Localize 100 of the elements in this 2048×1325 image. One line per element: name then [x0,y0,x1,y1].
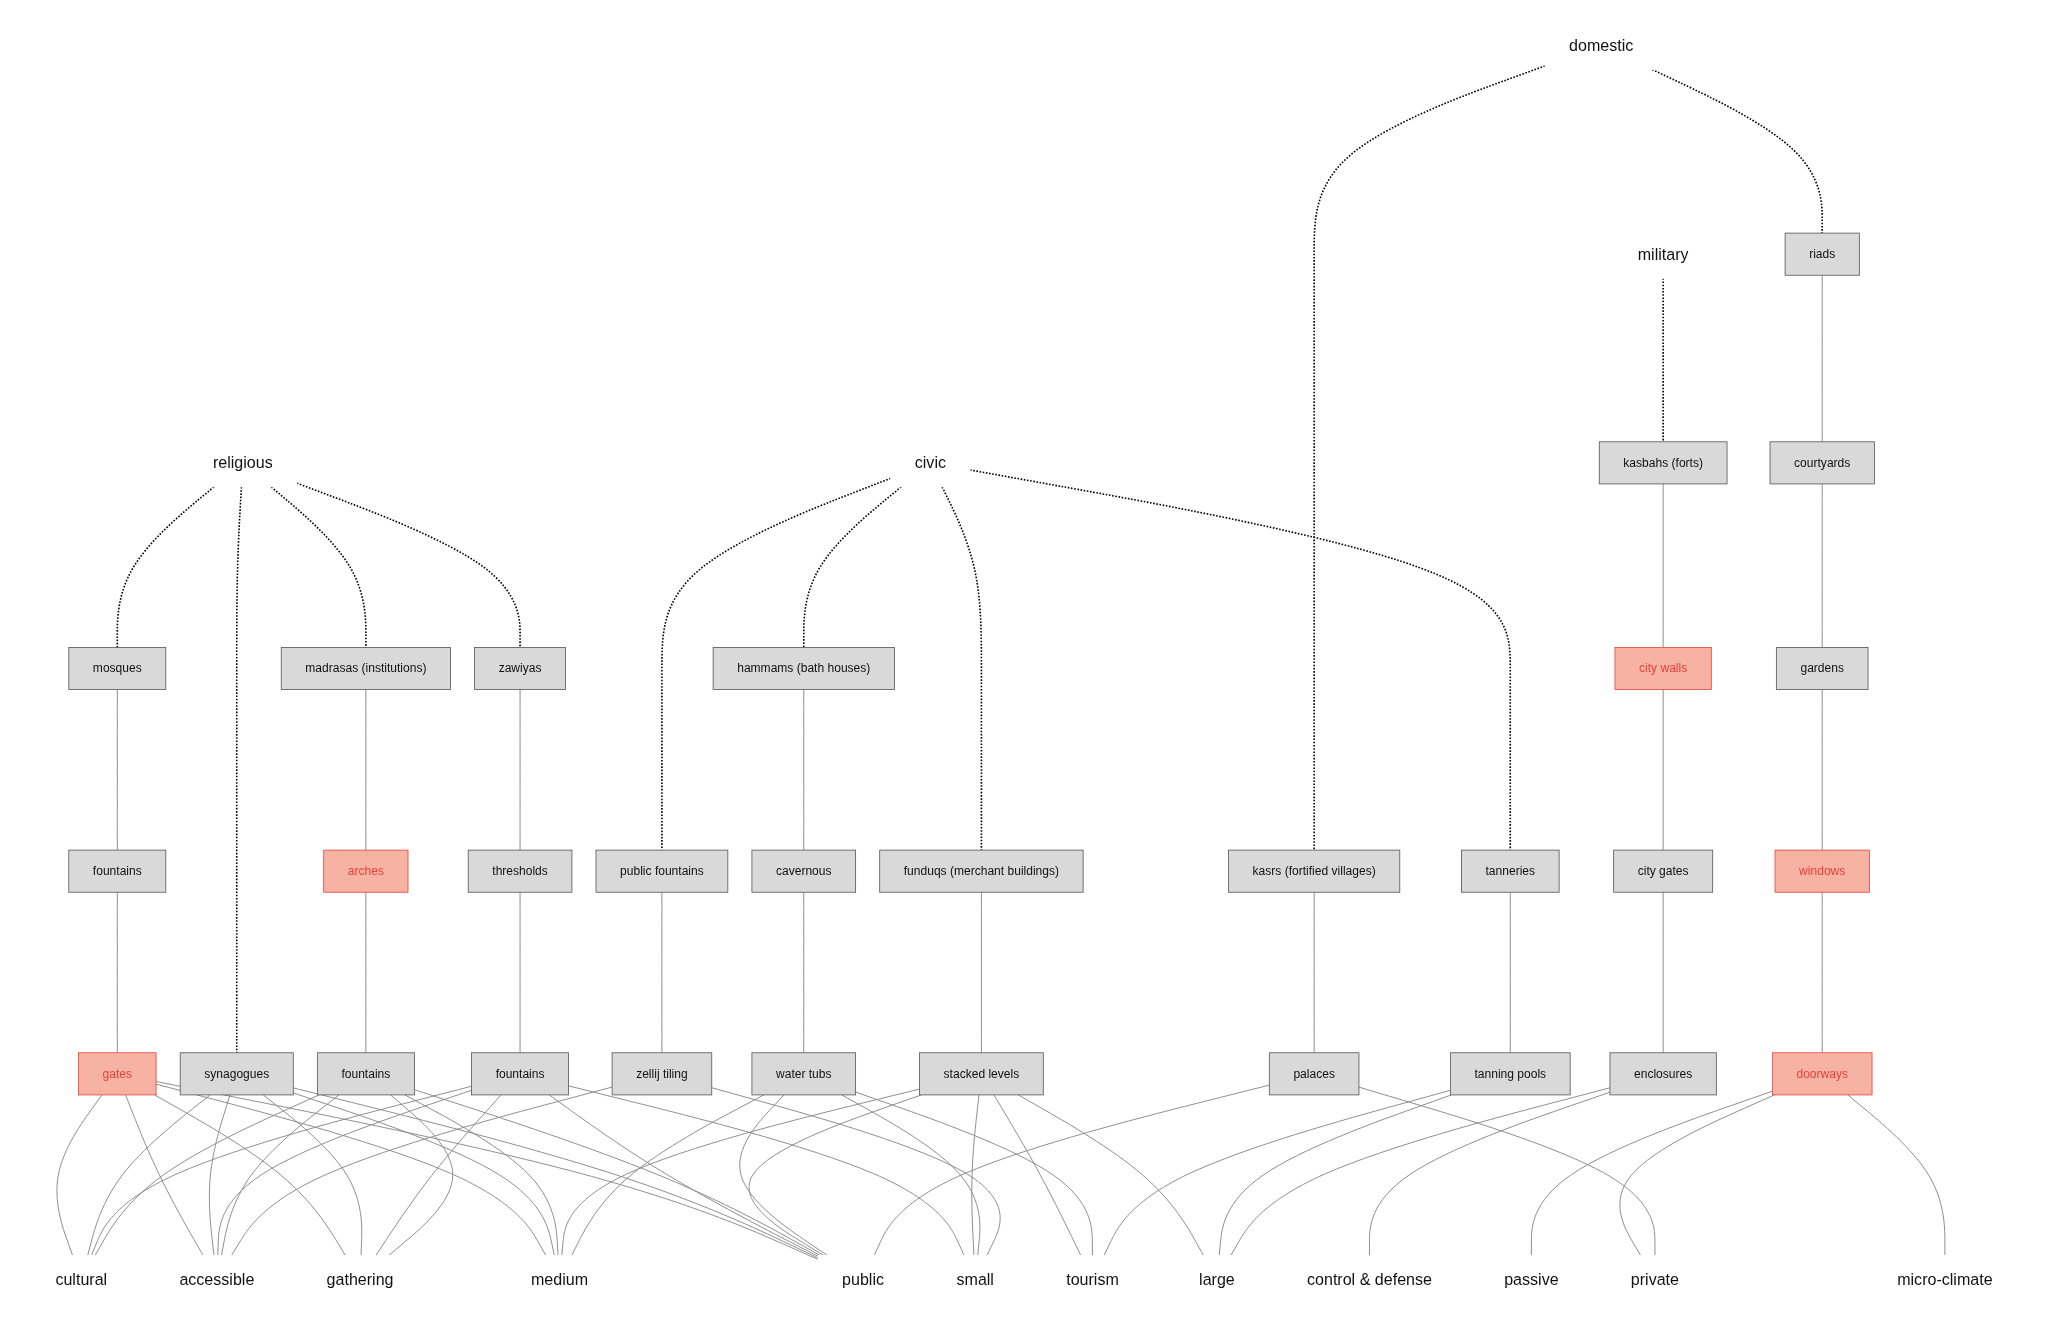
connector [519,689,521,851]
connector [1847,1094,1946,1256]
connector [1821,689,1823,851]
connector [1530,1090,1773,1256]
connector [1369,1091,1611,1256]
node-box: gates [78,1052,157,1096]
connector [748,1094,922,1256]
connector [841,1094,981,1256]
node-box: tanneries [1461,849,1560,893]
node-box: mosques [68,647,167,690]
node-box: doorways [1771,1052,1873,1096]
node-box: tanning pools [1450,1052,1571,1096]
node-box: enclosures [1609,1052,1717,1096]
connector [873,1084,1270,1256]
node-text: micro-climate [1897,1270,1993,1289]
connector [125,1094,204,1256]
connector [802,486,902,649]
node-box: zellij tiling [611,1052,713,1096]
connector [1662,483,1664,648]
node-box: city walls [1614,647,1712,690]
node-text: public [842,1270,885,1289]
node-box: fountains [68,849,167,893]
node-box: city gates [1613,849,1714,893]
node-text: gathering [326,1270,394,1289]
connector [154,1094,346,1256]
connector [1821,891,1823,1054]
connector [220,1094,340,1256]
connector [1230,1087,1611,1256]
connector [1358,1086,1656,1256]
connector [980,891,982,1054]
connector [803,891,805,1054]
node-text: large [1199,1270,1235,1289]
connector [711,1087,1001,1256]
connector [661,891,663,1054]
connector [413,1089,821,1256]
connector [270,486,367,649]
node-box: madrasas (institutions) [280,647,451,690]
connector [388,1094,454,1256]
node-box: hammams (bath houses) [712,647,895,690]
connector [519,891,521,1054]
node-text: military [1637,245,1689,263]
connector [941,486,983,851]
connector [1017,1094,1204,1256]
node-text: religious [212,454,273,472]
node-box: cavernous [751,849,856,893]
node-text: accessible [179,1270,255,1289]
connector [571,1094,765,1256]
connector [993,1094,1082,1256]
connector [155,1081,819,1260]
node-box: fountains [471,1052,569,1096]
node-box: arches [323,849,409,893]
node-box: riads [1784,232,1860,276]
connector [1313,65,1546,851]
node-text: control & defense [1307,1270,1432,1289]
connector [116,891,118,1054]
connector [971,1094,980,1256]
connector [1662,689,1664,851]
connector [1103,1089,1451,1256]
node-text: cultural [55,1270,108,1289]
node-text: private [1630,1270,1680,1289]
node-box: thresholds [467,849,573,893]
node-box: fountains [316,1052,415,1096]
connector [803,689,805,851]
node-box: kasrs (fortified villages) [1228,849,1401,893]
connector [296,482,521,649]
connector [1821,274,1823,443]
connector [90,1085,473,1256]
node-box: public fountains [595,849,729,893]
node-box: gardens [1775,647,1869,690]
node-box: windows [1774,849,1870,893]
connector [1313,891,1315,1054]
connector [1662,891,1664,1054]
connector [292,1087,819,1259]
node-text: tourism [1066,1270,1119,1289]
node-box: palaces [1268,1052,1360,1096]
node-box: zawiyas [474,647,566,690]
connector [155,1083,547,1256]
node-box: water tubs [751,1052,856,1096]
connector [56,1094,103,1256]
connector [365,891,367,1054]
connector [292,1092,555,1256]
connector [1619,1094,1776,1256]
node-box: funduqs (merchant buildings) [879,849,1084,893]
connector [94,1094,320,1256]
connector [87,1094,211,1256]
connector [1218,1094,1452,1256]
node-text: medium [530,1270,589,1289]
connector [375,1094,502,1256]
connector [855,1091,1093,1256]
connector [262,1094,363,1256]
connector [208,1094,231,1256]
connector [404,1094,559,1256]
connector [365,689,367,851]
connector [1509,891,1511,1054]
connector [231,1086,613,1256]
connector [1651,68,1823,234]
node-box: synagogues [179,1052,294,1096]
node-text: small [956,1270,994,1289]
node-text: domestic [1569,36,1634,55]
connector [548,1094,819,1257]
